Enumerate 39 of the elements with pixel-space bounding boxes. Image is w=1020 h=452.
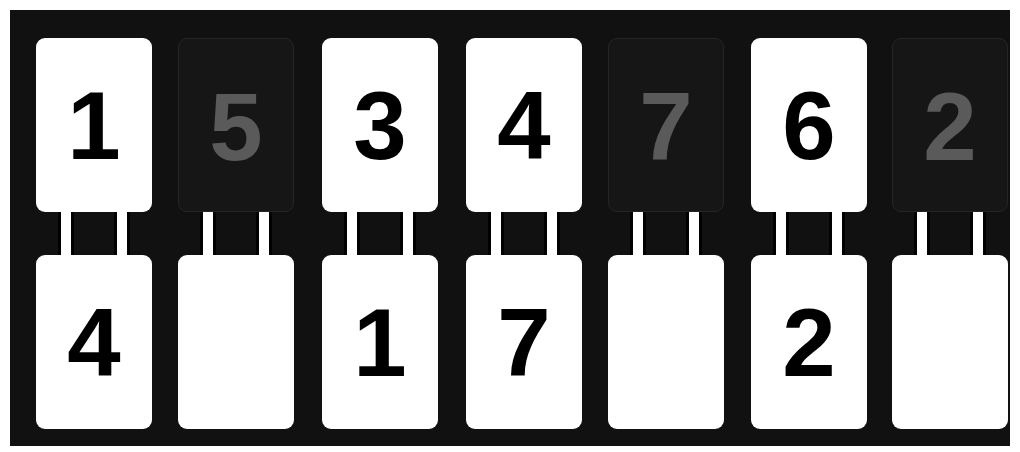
binder-ring — [58, 212, 74, 255]
card-number: 1 — [66, 78, 122, 174]
binder-ring — [344, 212, 360, 255]
binder-ring — [200, 212, 216, 255]
blank-card — [178, 255, 294, 429]
binder-ring — [773, 212, 789, 255]
card-number: 7 — [496, 295, 552, 391]
blank-card — [608, 255, 724, 429]
card-number: 2 — [781, 295, 837, 391]
binder-ring — [544, 212, 560, 255]
binder-ring — [400, 212, 416, 255]
card-number: 6 — [781, 78, 837, 174]
number-card — [466, 38, 582, 212]
number-card — [322, 255, 438, 429]
blank-card — [892, 255, 1008, 429]
card-number: 4 — [496, 78, 552, 174]
card-number: 4 — [66, 295, 122, 391]
binder-ring — [114, 212, 130, 255]
binder-ring — [256, 212, 272, 255]
number-card — [751, 38, 867, 212]
number-card — [466, 255, 582, 429]
card-number: 2 — [922, 79, 978, 175]
number-card — [36, 255, 152, 429]
card-number: 3 — [352, 78, 408, 174]
number-card — [892, 38, 1008, 212]
card-number: 5 — [208, 79, 264, 175]
number-card — [322, 38, 438, 212]
binder-ring — [914, 212, 930, 255]
number-card — [751, 255, 867, 429]
number-card — [608, 38, 724, 212]
binder-ring — [488, 212, 504, 255]
card-number: 1 — [352, 295, 408, 391]
binder-ring — [630, 212, 646, 255]
number-card — [178, 38, 294, 212]
card-number: 7 — [638, 79, 694, 175]
binder-ring — [686, 212, 702, 255]
number-card — [36, 38, 152, 212]
binder-ring — [829, 212, 845, 255]
binder-ring — [970, 212, 986, 255]
